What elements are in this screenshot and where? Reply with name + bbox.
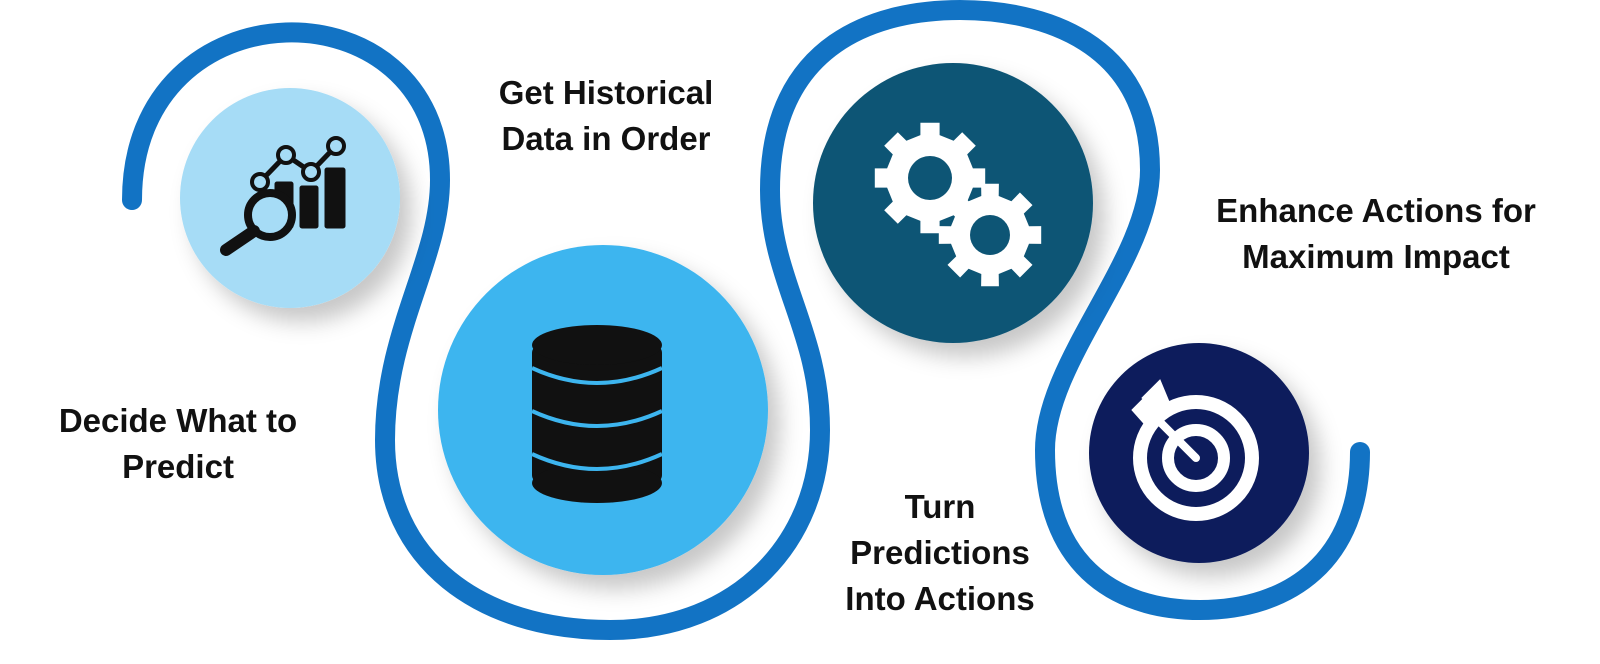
database-icon: [531, 325, 663, 503]
step-2-node: [438, 245, 768, 575]
flow-path: [122, 0, 1370, 641]
step-1-label-line-2: Predict: [122, 448, 234, 485]
step-4-node: [1089, 343, 1309, 563]
step-2-label-line-1: Get Historical: [498, 74, 714, 111]
chart-search-icon: [220, 136, 346, 256]
step-3-label-line-3: Into Actions: [845, 580, 1035, 617]
step-4-label-line-2: Maximum Impact: [1242, 238, 1510, 275]
step-1-label: Decide What to Predict: [28, 398, 328, 490]
step-1-node: [180, 88, 400, 308]
step-2-label: Get Historical Data in Order: [456, 70, 756, 162]
step-3-label: Turn Predictions Into Actions: [790, 484, 1090, 622]
step-4-label-line-1: Enhance Actions for: [1216, 192, 1536, 229]
gears-icon: [874, 122, 1042, 287]
step-4-label: Enhance Actions for Maximum Impact: [1206, 188, 1546, 280]
step-3-node: [813, 63, 1093, 343]
gear-2-hole: [970, 215, 1010, 255]
step-2-label-line-2: Data in Order: [501, 120, 711, 157]
step-3-label-line-1: Turn: [904, 488, 976, 525]
step-1-label-line-1: Decide What to: [58, 402, 298, 439]
gear-1-hole: [908, 156, 952, 200]
target-icon: [1131, 379, 1259, 521]
step-3-label-line-2: Predictions: [850, 534, 1030, 571]
